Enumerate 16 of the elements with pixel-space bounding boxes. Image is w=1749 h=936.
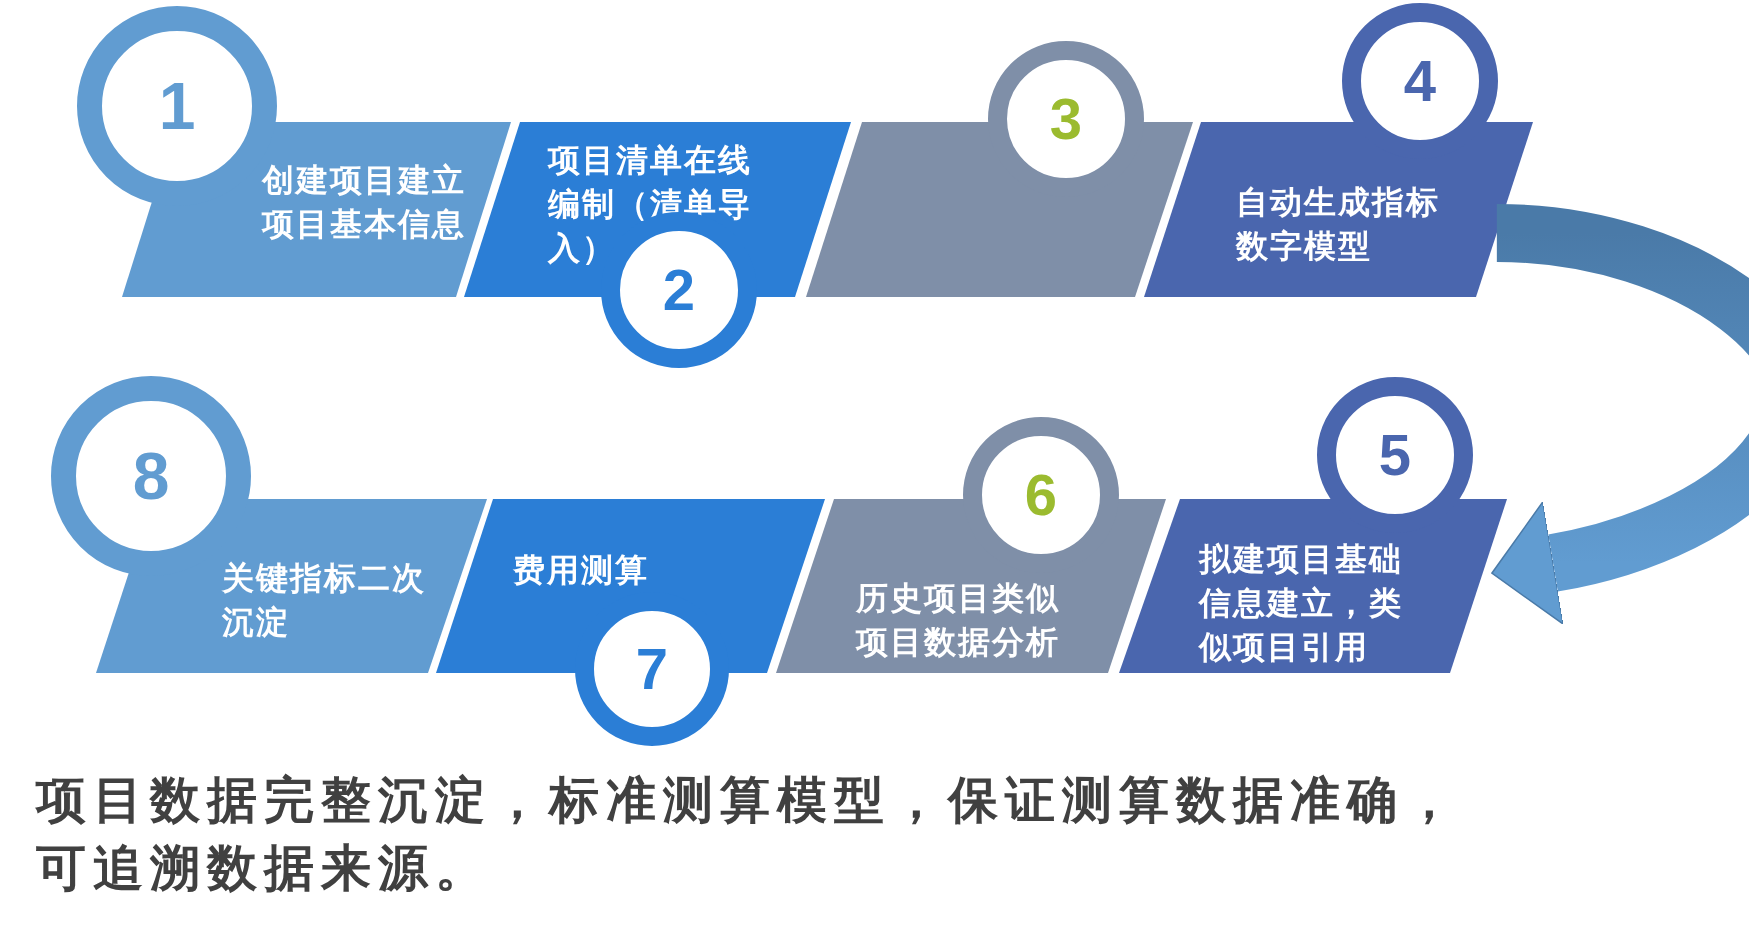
- step-parallelogram: [1144, 122, 1533, 297]
- step-text: 创建项目建立项目基本信息: [262, 161, 467, 244]
- step-text: 费用测算: [513, 551, 650, 590]
- step-number: 4: [1403, 52, 1437, 110]
- step-text: 历史项目类似项目数据分析: [856, 579, 1061, 662]
- step-text: 拟建项目基础信息建立，类似项目引用: [1199, 540, 1404, 667]
- step-number: 3: [1049, 90, 1083, 148]
- step-number: 8: [132, 443, 170, 509]
- step-number: 1: [158, 73, 196, 139]
- step-number: 6: [1024, 466, 1058, 524]
- step-number: 2: [662, 261, 696, 319]
- caption: 项目数据完整沉淀，标准测算模型，保证测算数据准确，可追溯数据来源。: [36, 771, 1462, 898]
- step-number: 5: [1378, 426, 1412, 484]
- step-text: 关键指标二次沉淀: [222, 559, 427, 642]
- step-text: 自动生成指标数字模型: [1236, 183, 1441, 266]
- step-number: 7: [635, 640, 669, 698]
